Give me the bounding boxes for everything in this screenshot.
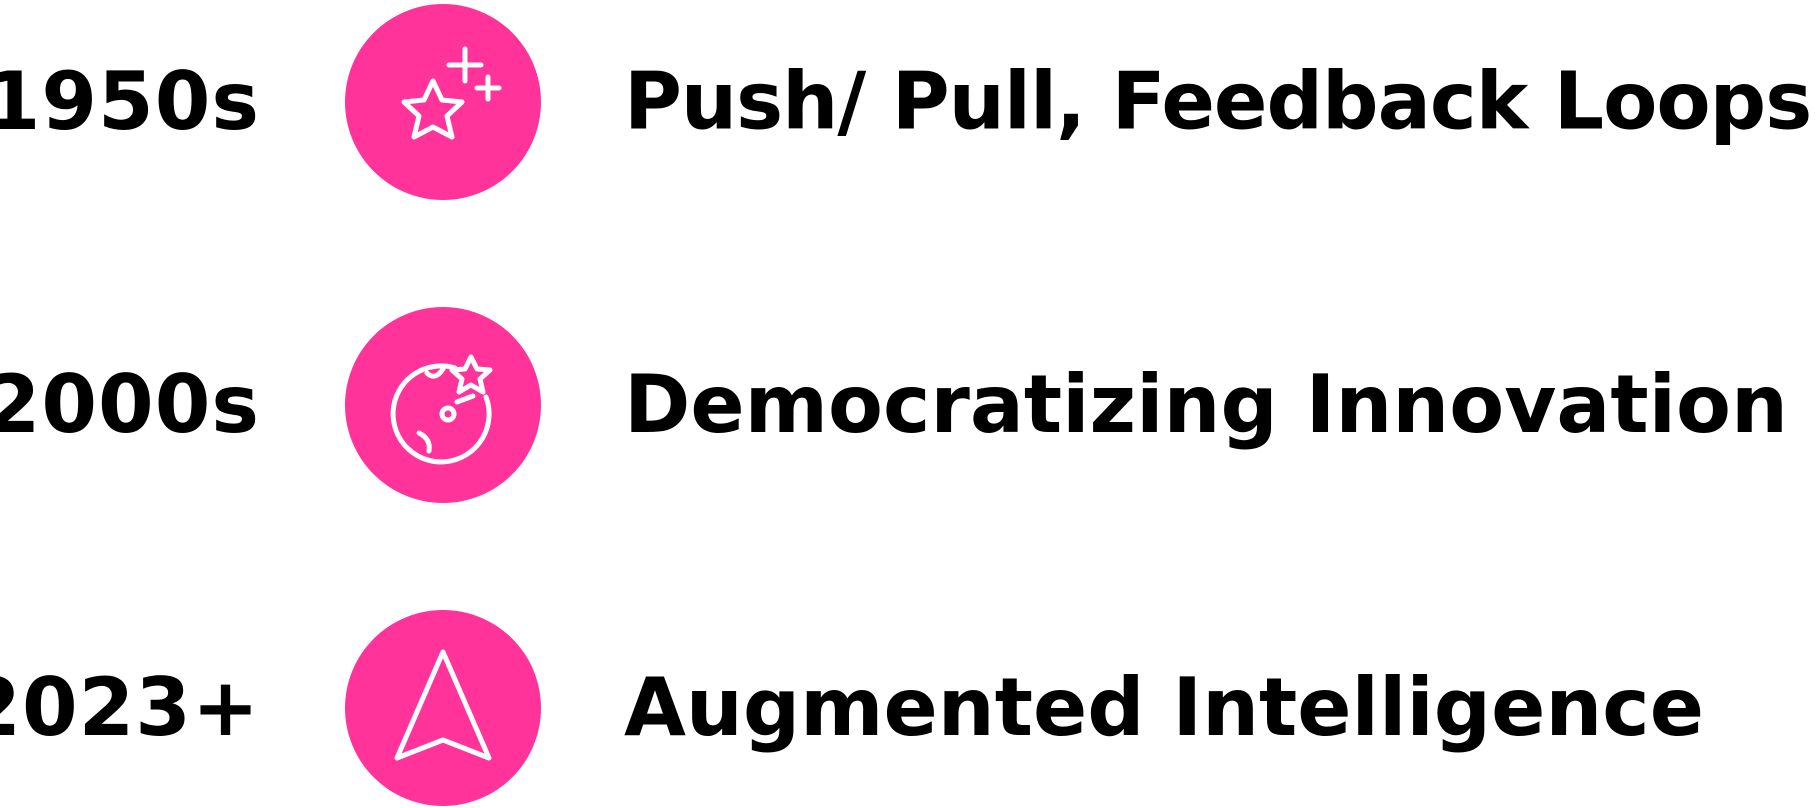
milestone-title: Democratizing Innovation — [624, 358, 1788, 451]
milestone-title: Push/ Pull, Feedback Loops — [624, 55, 1812, 148]
stars-sparkle-icon — [345, 4, 541, 200]
timeline-row: 2023+ Augmented Intelligence — [0, 608, 1818, 808]
milestone-title: Augmented Intelligence — [624, 661, 1704, 754]
era-label: 2000s — [0, 358, 260, 451]
planet-star-icon — [345, 307, 541, 503]
era-label: 2023+ — [0, 661, 260, 754]
era-label: 1950s — [0, 55, 260, 148]
timeline-row: 2000s Democratizing Innovation — [0, 305, 1818, 505]
navigation-arrow-icon — [345, 610, 541, 806]
timeline-row: 1950s Push/ Pull, Feedback Loops — [0, 2, 1818, 202]
